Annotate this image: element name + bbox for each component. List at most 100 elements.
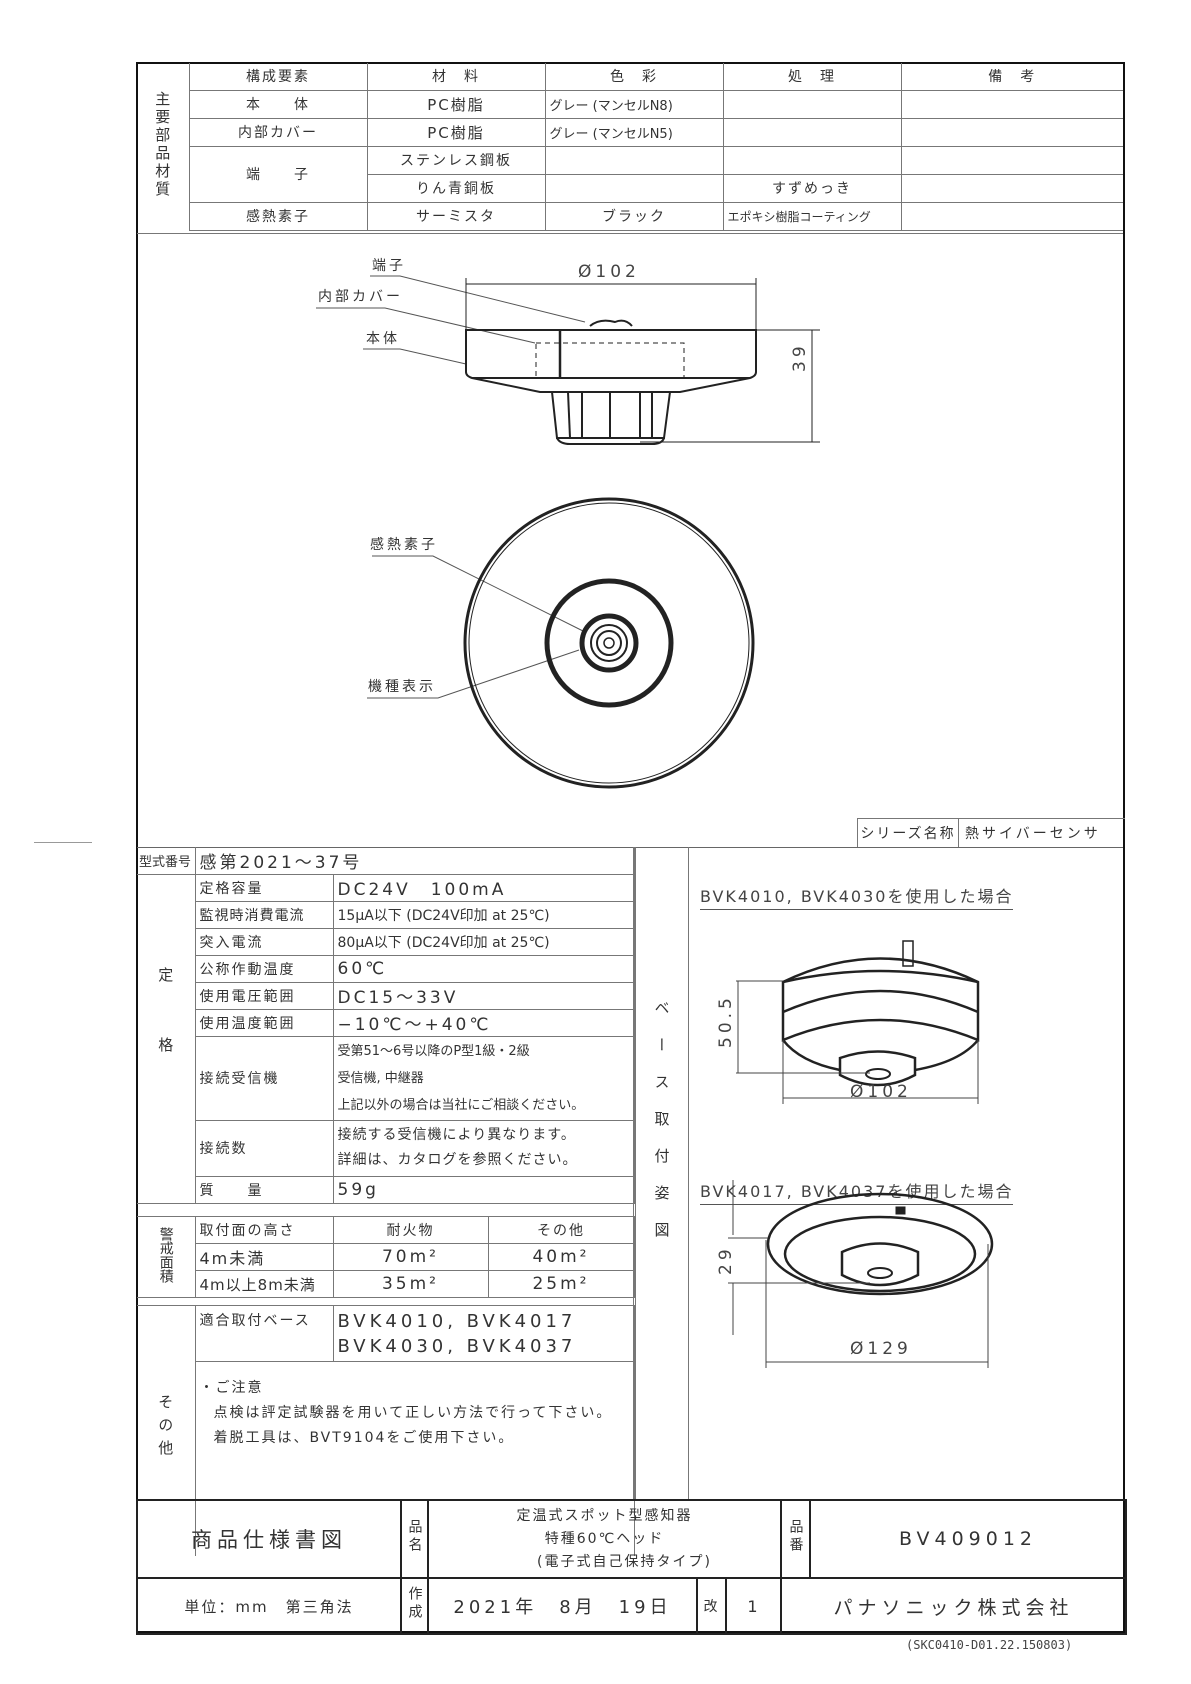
- dim-diameter-side: Ø102: [578, 262, 640, 282]
- column-divider: [633, 847, 636, 1500]
- color-cell: グレー (マンセルN5): [544, 117, 724, 147]
- margin-mark: [34, 842, 92, 843]
- area-header-height: 取付面の高さ: [194, 1216, 334, 1244]
- receiver-line: 受第51～6号以降のP型1級・2級: [337, 1043, 530, 1059]
- label-terminal: 端子: [372, 258, 406, 274]
- date: 2021年 8月 19日: [427, 1577, 698, 1635]
- case1-title: BVK4010, BVK4030を使用した場合: [700, 883, 1014, 910]
- remarks-cell: [900, 201, 1123, 231]
- component-cell: 本 体: [188, 89, 368, 119]
- part-no-label-cell: 品番: [780, 1499, 812, 1579]
- materials-side-label-cell: 主要部品材質: [137, 63, 190, 230]
- product-name: 定温式スポット型感知器 特種60℃ヘッド (電子式自己保持タイプ): [427, 1499, 783, 1579]
- spec-label: 使用温度範囲: [194, 1008, 334, 1037]
- material-cell: りん青銅板: [366, 173, 546, 203]
- series-value: 熱サイバーセンサ: [965, 826, 1101, 842]
- treatment-cell: エポキシ樹脂コーティング: [722, 201, 902, 231]
- spec-value: 80μA以下 (DC24V印加 at 25℃): [332, 927, 635, 956]
- name-label: 品名: [406, 1519, 423, 1555]
- rev: 1: [725, 1577, 783, 1635]
- case1-dim-height: 50.5: [716, 994, 736, 1048]
- spec-value: 15μA以下 (DC24V印加 at 25℃): [332, 900, 635, 929]
- side-view-drawing: [316, 275, 820, 789]
- case1-dim-diameter: Ø102: [850, 1082, 912, 1102]
- header-color: 色 彩: [544, 63, 724, 91]
- material-cell: PC樹脂: [366, 89, 546, 119]
- case2-dim-height: 29: [716, 1245, 736, 1275]
- remarks-cell: [900, 173, 1123, 203]
- header-component: 構成要素: [188, 63, 368, 91]
- rating-side-label: 定格: [156, 966, 175, 1107]
- product-name-line: 定温式スポット型感知器: [516, 1507, 693, 1524]
- label-inner-cover: 内部カバー: [318, 289, 403, 305]
- base-line: BVK4030, BVK4037: [337, 1335, 577, 1357]
- area-other: 40m²: [487, 1243, 635, 1271]
- connections-value: 接続する受信機により異なります。 詳細は、カタログを参照ください。: [332, 1119, 635, 1177]
- base-mount-side-cell: ベース取付姿図: [636, 1000, 688, 1263]
- component-cell: 内部カバー: [188, 117, 368, 147]
- company: パナソニック株式会社: [780, 1577, 1128, 1635]
- column-divider: [688, 847, 689, 1500]
- connections-line: 詳細は、カタログを参照ください。: [337, 1152, 578, 1168]
- base-label: 適合取付ベース: [194, 1305, 334, 1362]
- receiver-line: 受信機, 中継器: [337, 1070, 424, 1086]
- product-name-line: (電子式自己保持タイプ): [537, 1553, 712, 1570]
- spec-label: 定格容量: [194, 873, 334, 902]
- material-cell: ステンレス鋼板: [366, 145, 546, 175]
- area-height: 4m未満: [194, 1243, 334, 1271]
- materials-side-label: 主要部品材質: [153, 90, 172, 199]
- name-label-cell: 品名: [400, 1499, 429, 1579]
- part-no-label: 品番: [787, 1519, 804, 1555]
- table-row: 4m以上8m未満 35m² 25m²: [137, 1270, 635, 1298]
- other-side-label: その他: [156, 1394, 175, 1464]
- created-label: 作成: [406, 1586, 423, 1622]
- title-block: 商品仕様書図 品名 定温式スポット型感知器 特種60℃ヘッド (電子式自己保持タ…: [136, 1499, 1128, 1635]
- area-height: 4m以上8m未満: [194, 1270, 334, 1298]
- treatment-cell: [722, 117, 902, 147]
- series-box: シリーズ名称 熱サイバーセンサ: [857, 818, 1125, 847]
- table-row: 端 子 ステンレス鋼板: [137, 145, 1123, 203]
- table-row: 内部カバー PC樹脂 グレー (マンセルN5): [137, 117, 1123, 147]
- spec-table: 型式番号 感第2021～37号 定格 定格容量 DC24V 100mA 監視時消…: [137, 847, 635, 1204]
- product-name-line: 特種60℃ヘッド: [544, 1530, 665, 1547]
- notes-line: 点検は評定試験器を用いて正しい方法で行って下さい。: [213, 1405, 613, 1421]
- other-table: その他 適合取付ベース BVK4010, BVK4017 BVK4030, BV…: [137, 1305, 635, 1556]
- base-mount-drawings: [728, 940, 994, 1368]
- connections-line: 接続する受信機により異なります。: [337, 1127, 576, 1143]
- created-label-cell: 作成: [400, 1577, 429, 1635]
- mass-value: 59g: [332, 1175, 635, 1204]
- label-model-mark: 機種表示: [368, 679, 436, 695]
- connections-label: 接続数: [194, 1119, 334, 1177]
- material-cell: PC樹脂: [366, 117, 546, 147]
- series-label: シリーズ名称: [858, 819, 959, 847]
- notes-line: 着脱工具は、BVT9104をご使用下さい。: [213, 1430, 515, 1446]
- receiver-label: 接続受信機: [194, 1035, 334, 1121]
- table-row: 本 体 PC樹脂 グレー (マンセルN8): [137, 89, 1123, 119]
- header-treatment: 処 理: [722, 63, 902, 91]
- label-body: 本体: [366, 331, 400, 347]
- doc-code: (SKC0410-D01.22.150803): [906, 1638, 1073, 1652]
- area-fireproof: 35m²: [332, 1270, 489, 1298]
- material-cell: サーミスタ: [366, 201, 546, 231]
- table-row: 感熱素子 サーミスタ ブラック エポキシ樹脂コーティング: [137, 201, 1123, 231]
- materials-table-bottom-rule: [137, 233, 1123, 234]
- notes-title: ・ご注意: [199, 1380, 264, 1396]
- component-cell: 感熱素子: [188, 201, 368, 231]
- base-mount-side-label: ベース取付姿図: [652, 1000, 671, 1259]
- color-cell: ブラック: [544, 201, 724, 231]
- area-header-other: その他: [487, 1216, 635, 1244]
- rev-label: 改: [696, 1577, 727, 1635]
- component-cell: 端 子: [188, 145, 368, 203]
- mass-label: 質 量: [194, 1175, 334, 1204]
- materials-table: 主要部品材質 構成要素 材 料 色 彩 処 理 備 考 本 体 PC樹脂 グレー…: [137, 63, 1123, 231]
- receiver-line: 上記以外の場合は当社にご相談ください。: [337, 1097, 585, 1113]
- spec-value: DC24V 100mA: [332, 873, 635, 902]
- spec-value: 60℃: [332, 954, 635, 983]
- label-sensor-element: 感熱素子: [370, 537, 438, 553]
- part-no: BV409012: [809, 1499, 1128, 1579]
- units: 単位：mm 第三角法: [136, 1577, 402, 1635]
- base-line: BVK4010, BVK4017: [337, 1310, 577, 1332]
- case2-title: BVK4017, BVK4037を使用した場合: [700, 1178, 1014, 1205]
- case2-dim-diameter: Ø129: [850, 1339, 912, 1359]
- warning-area-table: 警戒面積 取付面の高さ 耐火物 その他 4m未満 70m² 40m² 4m以上8…: [137, 1216, 635, 1298]
